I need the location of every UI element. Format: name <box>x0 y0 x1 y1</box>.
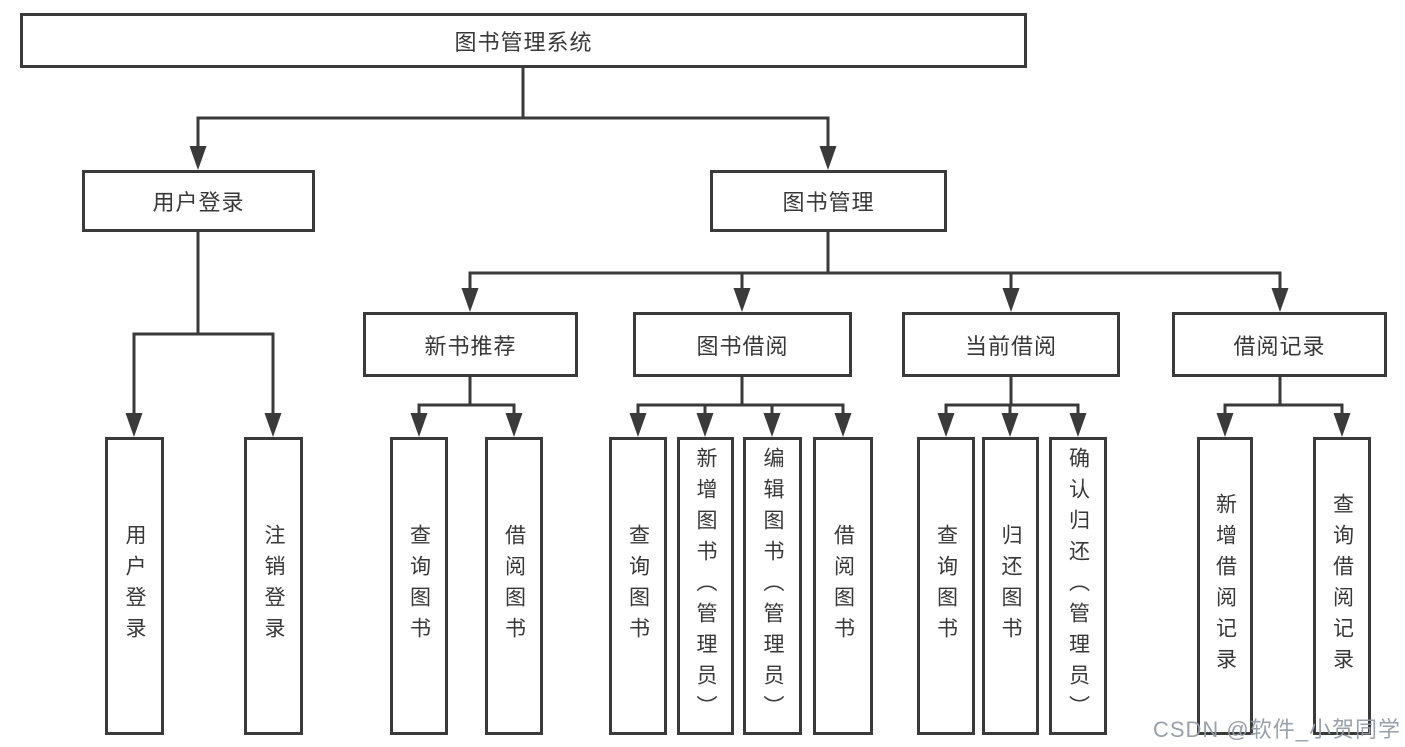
leaf-query-borrow-record-label: 查询借阅记录 <box>1330 493 1354 679</box>
leaf-query-books-recommend-label: 查询图书 <box>407 524 431 648</box>
leaf-query-books-borrow-label: 查询图书 <box>626 524 650 648</box>
leaf-edit-book-admin-label: 编辑图书（管理员） <box>761 446 784 726</box>
leaf-return-books-label: 归还图书 <box>999 524 1022 648</box>
node-book-borrow: 图书借阅 <box>633 312 852 377</box>
leaf-add-borrow-record: 新增借阅记录 <box>1197 437 1253 735</box>
leaf-logout: 注销登录 <box>244 437 303 735</box>
leaf-query-books-borrow: 查询图书 <box>609 437 667 735</box>
leaf-edit-book-admin: 编辑图书（管理员） <box>743 437 802 735</box>
node-current-borrow: 当前借阅 <box>902 312 1120 377</box>
arrowheads <box>125 146 1351 437</box>
node-root: 图书管理系统 <box>20 13 1027 68</box>
leaf-add-book-admin: 新增图书（管理员） <box>677 437 734 735</box>
node-book-management: 图书管理 <box>710 170 947 232</box>
node-user-login: 用户登录 <box>82 170 315 232</box>
leaf-borrow-books-recommend-label: 借阅图书 <box>502 524 526 648</box>
leaf-user-login: 用户登录 <box>105 437 164 735</box>
leaf-borrow-books-recommend: 借阅图书 <box>485 437 543 735</box>
leaf-add-borrow-record-label: 新增借阅记录 <box>1213 493 1237 679</box>
leaf-query-books-recommend: 查询图书 <box>390 437 448 735</box>
leaf-logout-label: 注销登录 <box>262 524 285 648</box>
leaf-query-books-current: 查询图书 <box>917 437 975 735</box>
leaf-confirm-return-admin-label: 确认归还（管理员） <box>1066 446 1090 726</box>
leaf-borrow-books-label: 借阅图书 <box>831 524 855 648</box>
leaf-add-book-admin-label: 新增图书（管理员） <box>694 446 717 726</box>
leaf-query-books-current-label: 查询图书 <box>934 524 958 648</box>
node-new-book-recommend: 新书推荐 <box>363 312 578 377</box>
leaf-confirm-return-admin: 确认归还（管理员） <box>1049 437 1107 735</box>
leaf-borrow-books: 借阅图书 <box>813 437 873 735</box>
node-borrow-records: 借阅记录 <box>1172 312 1387 377</box>
leaf-return-books: 归还图书 <box>982 437 1039 735</box>
leaf-user-login-label: 用户登录 <box>123 524 146 648</box>
leaf-query-borrow-record: 查询借阅记录 <box>1313 437 1371 735</box>
